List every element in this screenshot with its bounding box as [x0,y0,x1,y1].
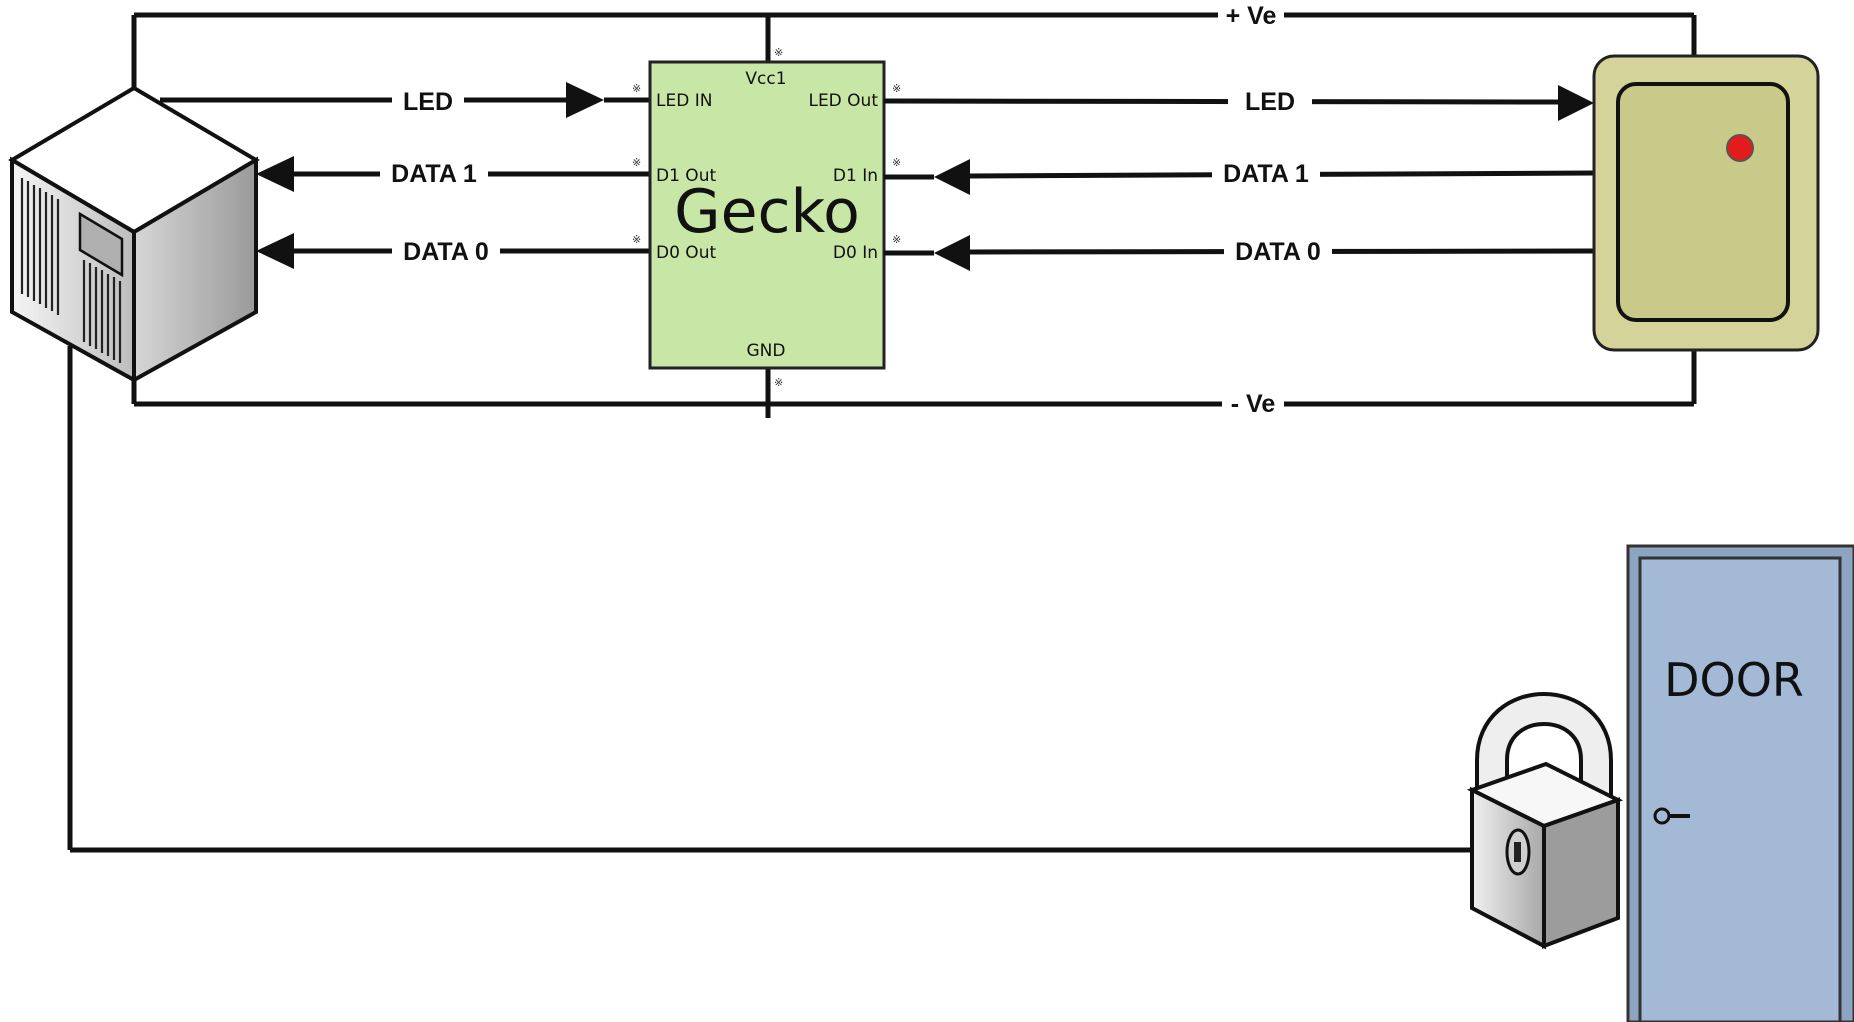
pin-marker: ※ [632,156,641,169]
wire-lock [67,346,1520,853]
pin-led-in: LED IN [656,91,712,111]
gecko-title: Gecko [674,177,860,247]
pin-marker: ※ [892,233,901,246]
wire-data0-right-label: DATA 0 [1235,238,1321,266]
pin-marker: ※ [892,82,901,95]
card-reader [1592,54,1820,352]
card-reader-face [1616,82,1790,322]
door-panel [1638,556,1842,1022]
pin-d0-in: D0 In [833,243,878,263]
wire-data0-right: DATA 0 [884,234,1595,271]
pin-led-out: LED Out [808,91,878,111]
door: DOOR [1626,544,1854,1022]
wire-led-left: LED [160,82,650,118]
pin-gnd: GND [747,341,786,361]
wire-data1-right: DATA 1 [884,157,1595,195]
wire-led-left-label: LED [403,88,453,116]
wire-data0-left-label: DATA 0 [403,238,489,266]
access-controller [8,85,260,384]
wire-data1-left: DATA 1 [256,156,650,192]
pin-vcc: Vcc1 [745,69,786,89]
negative-rail-label: - Ve [1231,390,1276,418]
padlock-icon [1466,692,1624,950]
card-reader-led [1726,134,1754,162]
door-handle-icon [1653,807,1690,825]
pin-marker: ※ [632,233,641,246]
wire-data1-left-label: DATA 1 [391,160,477,188]
controller-vents [20,178,122,363]
pin-marker: ※ [774,376,783,389]
wire-data1-right-label: DATA 1 [1223,160,1309,188]
gecko-module: Gecko Vcc1 GND LED IN LED Out D1 Out D1 … [632,46,901,389]
pin-d0-out: D0 Out [656,243,716,263]
pin-marker: ※ [632,82,641,95]
positive-rail: + Ve [131,0,1697,88]
wire-led-right: LED [883,84,1594,121]
positive-rail-label: + Ve [1226,2,1277,30]
pin-marker: ※ [774,46,783,59]
negative-rail: - Ve [131,350,1697,418]
door-label: DOOR [1664,653,1804,707]
gecko-body [648,60,886,370]
pin-marker: ※ [892,156,901,169]
pin-d1-in: D1 In [833,166,878,186]
wire-led-right-label: LED [1245,88,1295,116]
wire-data0-left: DATA 0 [256,233,650,269]
pin-d1-out: D1 Out [656,166,716,186]
controller-display [78,211,124,278]
